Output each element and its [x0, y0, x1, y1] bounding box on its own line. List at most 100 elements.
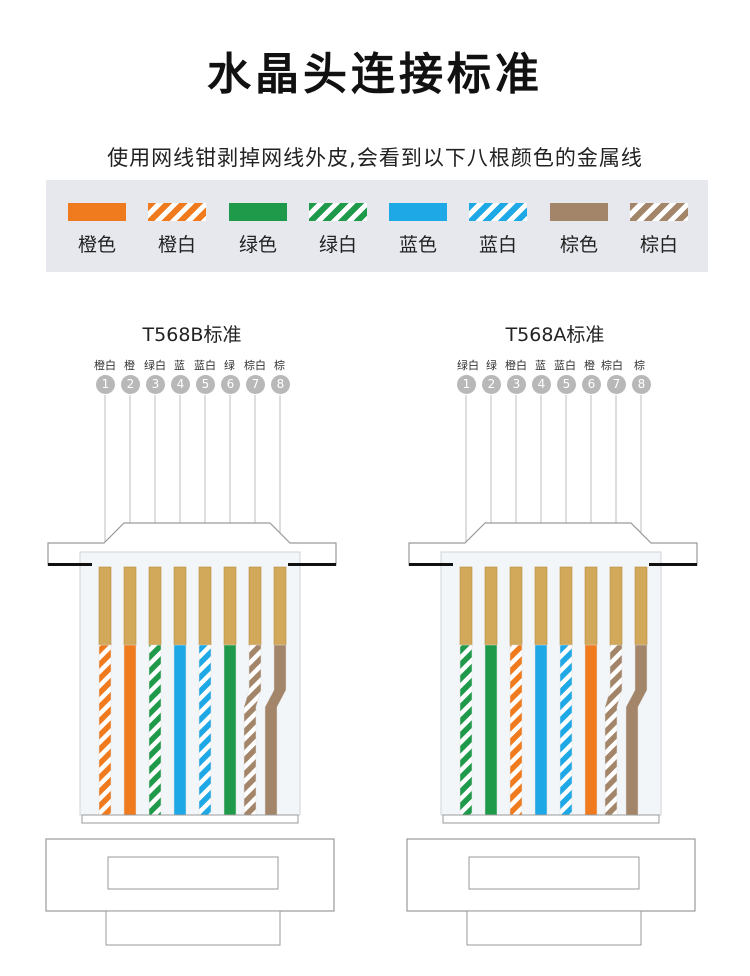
- pin-color-label: 绿: [486, 359, 497, 372]
- pin-number: 1: [457, 375, 476, 394]
- pin-number: 6: [221, 375, 240, 394]
- connector-tail: [105, 910, 281, 946]
- wire-pin-3: [148, 566, 162, 824]
- pin-color-label: 橙: [124, 359, 135, 372]
- pin-number: 5: [196, 375, 215, 394]
- gold-contact: [173, 566, 187, 646]
- gold-contact: [123, 566, 137, 646]
- pin-color-label: 棕: [274, 359, 285, 372]
- wire-insulation: [559, 644, 573, 824]
- pin-number: 8: [271, 375, 290, 394]
- legend-label: 绿白: [318, 234, 357, 256]
- wire-insulation: [484, 644, 498, 824]
- gold-contact: [534, 566, 548, 646]
- wire-pin-6: [223, 566, 237, 824]
- standard-title-t568a: T568A标准: [505, 324, 605, 346]
- pin-number: 2: [121, 375, 140, 394]
- gold-contact: [223, 566, 237, 646]
- gold-contact: [559, 566, 573, 646]
- wire-pin-1: [459, 566, 473, 824]
- connector-boot-slot: [468, 856, 640, 890]
- gold-contact: [98, 566, 112, 646]
- pin-color-label: 绿: [224, 359, 235, 372]
- wire-pin-4: [534, 566, 548, 824]
- legend-swatch-brown: [550, 203, 608, 221]
- pin-color-label: 橙白: [94, 359, 116, 372]
- pin-color-label: 蓝白: [554, 359, 576, 372]
- legend-label: 橙色: [77, 234, 116, 256]
- connector-window: [440, 551, 662, 816]
- wire-pin-3: [509, 566, 523, 824]
- pin-color-label: 绿白: [144, 359, 166, 372]
- wire-pin-5: [559, 566, 573, 824]
- pin-number: 5: [557, 375, 576, 394]
- pin-color-label: 蓝: [535, 359, 546, 372]
- pin-number: 4: [532, 375, 551, 394]
- pin-number: 3: [507, 375, 526, 394]
- wire-insulation: [98, 644, 112, 824]
- connector-lip: [81, 814, 299, 824]
- wire-pin-8: [625, 566, 648, 824]
- pin-number: 7: [246, 375, 265, 394]
- legend-swatch-blue-white: [469, 203, 527, 221]
- legend-swatch-orange: [68, 203, 126, 221]
- gold-contact: [198, 566, 212, 646]
- gold-contact: [509, 566, 523, 646]
- wire-insulation: [223, 644, 237, 824]
- pin-color-label: 棕白: [244, 359, 266, 372]
- pin-color-label: 绿白: [457, 359, 479, 372]
- wire-insulation: [509, 644, 523, 824]
- wire-pin-2: [123, 566, 137, 824]
- pin-color-label: 蓝白: [194, 359, 216, 372]
- color-legend: 橙色 橙白 绿色 绿白 蓝色 蓝白 棕色 棕白: [46, 180, 708, 272]
- gold-contact: [584, 566, 598, 646]
- wire-pin-5: [198, 566, 212, 824]
- pin-color-label: 橙: [584, 359, 595, 372]
- rj45-connector-t568b: [45, 395, 337, 946]
- pin-color-label: 棕白: [601, 359, 623, 372]
- wire-insulation: [584, 644, 598, 824]
- pin-number: 1: [96, 375, 115, 394]
- legend-label: 蓝白: [478, 234, 517, 256]
- legend-label: 蓝色: [398, 234, 437, 256]
- rj45-connector-t568a: [406, 395, 698, 946]
- connector-edge-right: [649, 563, 697, 566]
- wire-insulation: [123, 644, 137, 824]
- gold-contact: [148, 566, 162, 646]
- pin-color-label: 蓝: [174, 359, 185, 372]
- wire-insulation: [148, 644, 162, 824]
- connector-edge-left: [409, 563, 453, 566]
- wire-insulation: [173, 644, 187, 824]
- gold-contact: [459, 566, 473, 646]
- connector-tail: [466, 910, 642, 946]
- legend-label: 棕白: [639, 234, 678, 256]
- page-subtitle: 使用网线钳剥掉网线外皮,会看到以下八根颜色的金属线: [107, 146, 643, 170]
- wire-insulation: [198, 644, 212, 824]
- connector-edge-right: [288, 563, 336, 566]
- legend-swatch-brown-white: [630, 203, 688, 221]
- wire-insulation: [534, 644, 548, 824]
- wire-pin-1: [98, 566, 112, 824]
- pin-number: 2: [482, 375, 501, 394]
- pin-number: 6: [582, 375, 601, 394]
- wire-pin-2: [484, 566, 498, 824]
- legend-label: 橙白: [157, 234, 196, 256]
- gold-contact: [634, 566, 648, 646]
- page-title: 水晶头连接标准: [207, 49, 543, 100]
- gold-contact: [248, 566, 262, 646]
- wire-insulation: [459, 644, 473, 824]
- pin-color-label: 棕: [634, 359, 645, 372]
- pin-color-label: 橙白: [505, 359, 527, 372]
- legend-swatch-green: [229, 203, 287, 221]
- pin-number: 4: [171, 375, 190, 394]
- pin-number: 8: [632, 375, 651, 394]
- pin-number: 7: [607, 375, 626, 394]
- connector-edge-left: [48, 563, 92, 566]
- pin-number: 3: [146, 375, 165, 394]
- connector-window: [79, 551, 301, 816]
- legend-label: 棕色: [559, 234, 598, 256]
- wire-pin-4: [173, 566, 187, 824]
- wire-pin-7: [604, 566, 623, 824]
- legend-swatch-blue: [389, 203, 447, 221]
- gold-contact: [484, 566, 498, 646]
